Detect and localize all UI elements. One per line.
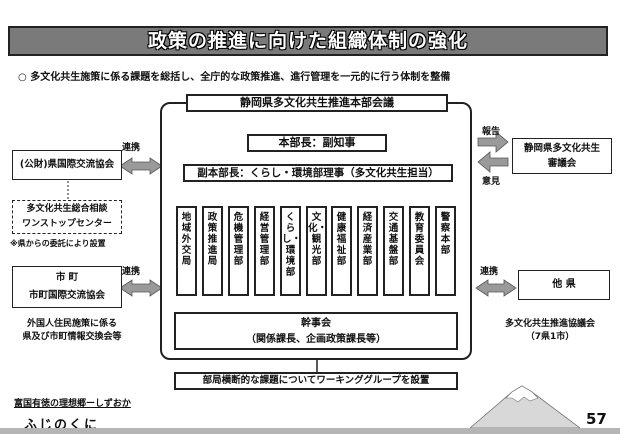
department-box: 交通基盤部	[383, 206, 404, 296]
renkei-label-3: 連携	[480, 267, 499, 277]
onestop-note: ※県からの委託により設置	[10, 239, 106, 248]
opinion-label: 意見	[482, 177, 501, 187]
department-box: 教育委員会	[409, 206, 430, 296]
title-banner	[8, 26, 608, 56]
other-prefectures-box: 他 県	[518, 270, 610, 300]
info-exchange-line1: 外国人住民施策に係る	[26, 319, 117, 329]
council-title: 静岡県多文化共生推進本部会議	[186, 94, 448, 112]
director-box: 本部長：副知事	[247, 134, 387, 152]
info-exchange-text: 外国人住民施策に係る 県及び市町情報交換会等	[12, 318, 132, 344]
kanjikai-box: 幹事会 （関係課長、企画政策課長等）	[174, 312, 458, 350]
department-box: 経済産業部	[357, 206, 378, 296]
department-box: 政策推進局	[202, 206, 223, 296]
info-exchange-line2: 県及び市町情報交換会等	[22, 332, 122, 342]
onestop-line2: ワンストップセンター	[22, 219, 112, 229]
working-group-box: 部局横断的な課題についてワーキンググループを設置	[174, 372, 458, 390]
intro-text: ○ 多文化共生施策に係る課題を総括し、全庁的な政策推進、進行管理を一元的に行う体…	[18, 72, 451, 83]
conference-text: 多文化共生推進協議会 （7県1市）	[486, 318, 614, 344]
international-exchange-association: (公財)県国際交流協会	[12, 150, 122, 180]
department-box: 健康福祉部	[331, 206, 352, 296]
department-box: 危機管理部	[228, 206, 249, 296]
department-box: 文化・観光部	[306, 206, 327, 296]
renkei-label-1: 連携	[122, 143, 141, 153]
deputy-box: 副本部長：くらし・環境部理事（多文化共生担当）	[183, 164, 453, 182]
conference-line1: 多文化共生推進協議会	[504, 319, 595, 329]
municipalities-line2: 市町国際交流協会	[28, 290, 105, 301]
municipalities-line1: 市 町	[55, 272, 79, 283]
department-box: 経営管理部	[254, 206, 275, 296]
page-title: 政策の推進に向けた組織体制の強化	[147, 30, 468, 52]
conference-line2: （7県1市）	[525, 332, 575, 342]
report-label: 報告	[482, 127, 501, 137]
council-line2: 審議会	[547, 158, 577, 169]
renkei-label-2: 連携	[122, 267, 141, 277]
department-box: くらし・環境部	[280, 206, 301, 296]
slogan-text: 富国有徳の理想郷ーしずおか	[14, 399, 131, 409]
onestop-center-box: 多文化共生総合相談 ワンストップセンター	[12, 200, 122, 234]
mount-fuji-icon	[470, 385, 580, 428]
bottom-strip	[0, 428, 620, 434]
department-box: 地域外交局	[176, 206, 197, 296]
onestop-line1: 多文化共生総合相談	[26, 204, 108, 214]
department-box: 警察本部	[435, 206, 456, 296]
council-box: 静岡県多文化共生 審議会	[512, 138, 612, 174]
kanjikai-members: （関係課長、企画政策課長等）	[246, 334, 386, 345]
municipalities-box: 市 町 市町国際交流協会	[12, 266, 122, 308]
page-number: 57	[586, 410, 607, 428]
council-line1: 静岡県多文化共生	[523, 143, 600, 154]
kanjikai-title: 幹事会	[301, 318, 331, 329]
